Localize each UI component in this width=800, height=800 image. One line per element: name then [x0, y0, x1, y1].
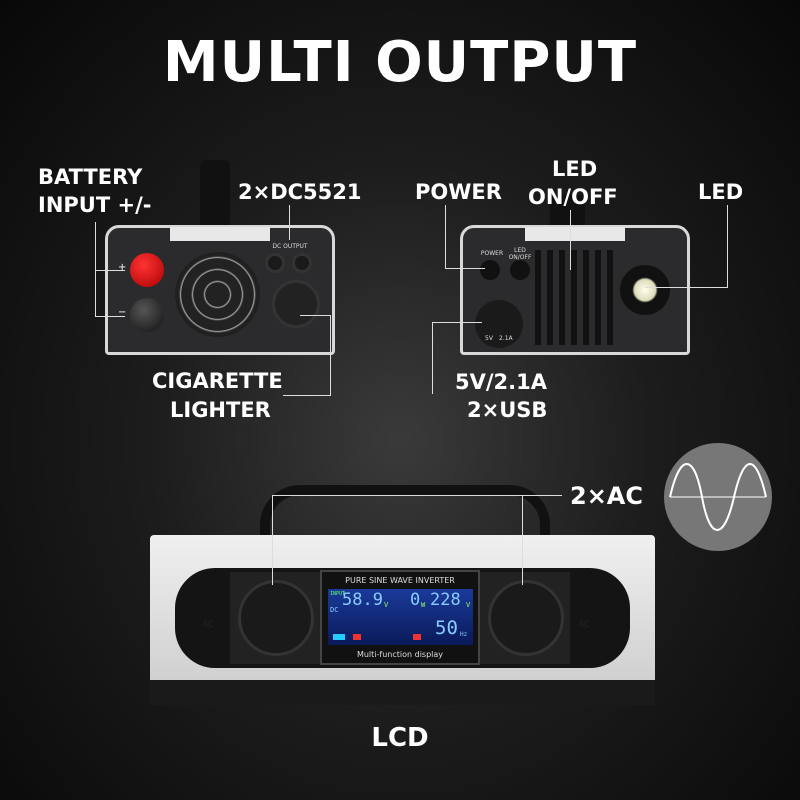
label-lcd: LCD	[371, 723, 429, 753]
battery-positive-terminal	[130, 253, 164, 287]
led-onoff-label: LED ON/OFF	[508, 247, 532, 261]
page-title: MULTI OUTPUT	[162, 30, 638, 95]
label-power: POWER	[415, 180, 502, 204]
label-lighter: LIGHTER	[170, 398, 271, 422]
dc-output-label: DC OUTPUT	[272, 243, 308, 250]
ac-socket-left	[238, 580, 314, 656]
led-onoff-button[interactable]	[510, 260, 530, 280]
inverter-top-panel: AC AC PURE SINE WAVE INVERTER INPUT DC 5…	[140, 480, 665, 710]
battery-negative-terminal	[130, 298, 164, 332]
lcd-ac-voltage: 228	[430, 590, 461, 610]
lcd-dc-voltage: 58.9	[342, 590, 383, 610]
dc-port-1	[265, 253, 285, 273]
power-label: POWER	[480, 250, 504, 257]
lcd-output-watts: 0	[410, 590, 421, 610]
plus-sign: +	[118, 262, 127, 273]
label-led: LED	[698, 180, 744, 204]
ac-socket-right	[488, 580, 564, 656]
lcd-frequency: 50	[435, 617, 458, 639]
led-lamp	[620, 265, 670, 315]
lcd-freq-unit: Hz	[460, 631, 468, 638]
label-cigarette: CIGARETTE	[152, 369, 283, 393]
handle	[200, 160, 230, 235]
lcd-dc-unit: V	[384, 601, 389, 609]
inverter-front-panel: + − DC OUTPUT	[100, 160, 340, 365]
ac-label-right: AC	[578, 620, 591, 630]
usb-2-1a: 2.1A	[499, 335, 513, 342]
cigarette-lighter-socket	[272, 280, 320, 328]
minus-sign: −	[118, 307, 127, 318]
dc-port-2	[292, 253, 312, 273]
label-battery-input: INPUT +/-	[38, 193, 152, 217]
lcd-header: PURE SINE WAVE INVERTER	[345, 576, 455, 585]
vent-grille	[535, 250, 615, 345]
sine-wave-icon	[664, 443, 772, 551]
power-button[interactable]	[480, 260, 500, 280]
usb-port-cover	[475, 300, 523, 348]
label-usb-power: 5V/2.1A	[455, 370, 547, 394]
label-dc5521: 2×DC5521	[238, 180, 362, 204]
label-battery: BATTERY	[38, 165, 143, 189]
usb-5v: 5V	[485, 335, 493, 342]
label-ac: 2×AC	[570, 482, 643, 510]
lcd-dc-label: DC	[330, 606, 339, 614]
lcd-watt-unit: W	[421, 601, 426, 609]
lcd-footer: Multi-function display	[356, 650, 444, 659]
fan-icon	[175, 252, 260, 337]
label-led-onoff: ON/OFF	[528, 185, 618, 209]
inverter-back-panel: POWER LED ON/OFF 5V 2.1A	[455, 160, 695, 365]
lcd-input-label: INPUT	[330, 591, 346, 597]
label-led-top: LED	[552, 157, 598, 181]
lcd-display: PURE SINE WAVE INVERTER INPUT DC 58.9 V …	[320, 570, 480, 665]
label-usb: 2×USB	[467, 398, 548, 422]
ac-label-left: AC	[202, 620, 215, 630]
lcd-ac-unit: V	[466, 601, 471, 609]
handle	[260, 485, 550, 545]
